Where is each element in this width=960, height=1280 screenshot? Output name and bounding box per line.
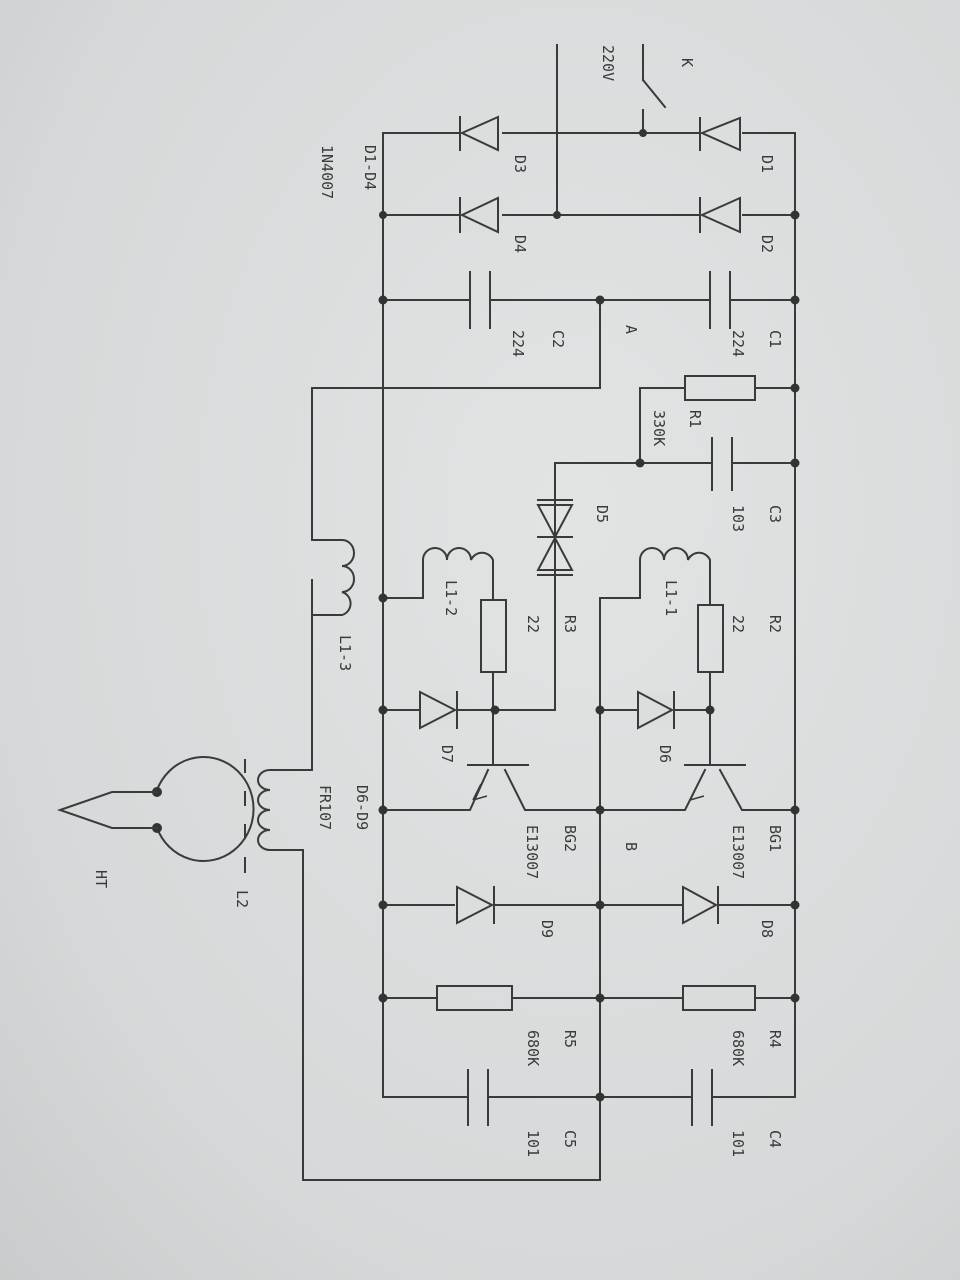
diode-d2 xyxy=(699,196,742,234)
wires xyxy=(282,44,796,1181)
label-c2: C2 xyxy=(549,330,567,348)
label-r3: R3 xyxy=(561,615,579,633)
label-d2: D2 xyxy=(758,235,776,253)
switch-k xyxy=(641,78,667,109)
label-bg1-type: E13007 xyxy=(729,825,747,879)
transistor-bg2 xyxy=(467,759,529,801)
capacitor-c5 xyxy=(467,1069,489,1126)
label-b: B xyxy=(622,842,640,851)
label-c4-value: 101 xyxy=(729,1130,747,1157)
label-d7: D7 xyxy=(438,745,456,763)
label-l1-1: L1-1 xyxy=(662,580,680,616)
coil-l1-2 xyxy=(422,547,494,576)
coil-l1-1 xyxy=(639,547,711,576)
label-r1: R1 xyxy=(686,410,704,428)
heating-tip-ht xyxy=(56,756,255,862)
diode-d1 xyxy=(699,116,742,152)
diode-d8 xyxy=(682,885,719,925)
label-c5-value: 101 xyxy=(524,1130,542,1157)
capacitor-c2 xyxy=(469,271,491,329)
label-d4: D4 xyxy=(511,235,529,253)
label-c5: C5 xyxy=(561,1130,579,1148)
label-c1: C1 xyxy=(766,330,784,348)
label-d8: D8 xyxy=(758,920,776,938)
label-d1-d4: D1-D4 xyxy=(361,145,379,190)
label-r1-value: 330K xyxy=(650,410,668,446)
diode-d4 xyxy=(459,196,502,234)
label-l1-2: L1-2 xyxy=(442,580,460,616)
label-220v: 220V xyxy=(599,45,617,81)
label-d1: D1 xyxy=(758,155,776,173)
label-c3-value: 103 xyxy=(729,505,747,532)
label-d6-d9: D6-D9 xyxy=(353,785,371,830)
label-a: A xyxy=(622,325,640,334)
resistor-r4 xyxy=(682,985,756,1011)
label-r4: R4 xyxy=(766,1030,784,1048)
label-r4-value: 680K xyxy=(729,1030,747,1066)
label-r5: R5 xyxy=(561,1030,579,1048)
label-c1-value: 224 xyxy=(729,330,747,357)
transistor-bg1 xyxy=(684,759,746,801)
label-r2: R2 xyxy=(766,615,784,633)
label-c2-value: 224 xyxy=(509,330,527,357)
diode-d6 xyxy=(637,690,675,730)
diode-d9 xyxy=(455,885,495,925)
label-bg1: BG1 xyxy=(766,825,784,852)
label-d5: D5 xyxy=(593,505,611,523)
label-r3-value: 22 xyxy=(524,615,542,633)
label-l1-3: L1-3 xyxy=(336,635,354,671)
capacitor-c4 xyxy=(691,1069,713,1126)
label-d3: D3 xyxy=(511,155,529,173)
label-bg2-type: E13007 xyxy=(523,825,541,879)
labels: K 220V D1 D2 D3 D4 D1-D4 1N4007 C1 224 C… xyxy=(92,45,784,1157)
resistor-r1 xyxy=(684,375,756,401)
label-c3: C3 xyxy=(766,505,784,523)
label-r5-value: 680K xyxy=(524,1030,542,1066)
label-1n4007: 1N4007 xyxy=(318,145,336,199)
label-r2-value: 22 xyxy=(729,615,747,633)
coil-l1-3 xyxy=(311,539,355,616)
label-d9: D9 xyxy=(538,920,556,938)
label-k: K xyxy=(678,58,696,67)
label-l2: L2 xyxy=(233,890,251,908)
junctions xyxy=(378,129,800,1102)
capacitor-c1 xyxy=(709,271,731,329)
label-d6: D6 xyxy=(656,745,674,763)
diac-d5 xyxy=(536,499,574,576)
diode-d3 xyxy=(459,115,502,152)
resistor-r5 xyxy=(436,985,513,1011)
label-c4: C4 xyxy=(766,1130,784,1148)
capacitor-c3 xyxy=(711,437,733,491)
label-ht: HT xyxy=(92,870,110,888)
resistor-r2 xyxy=(697,604,724,673)
label-bg2: BG2 xyxy=(561,825,579,852)
label-fr107: FR107 xyxy=(316,785,334,830)
resistor-r3 xyxy=(480,599,507,673)
diode-d7 xyxy=(419,690,458,730)
coil-l2 xyxy=(244,759,284,873)
